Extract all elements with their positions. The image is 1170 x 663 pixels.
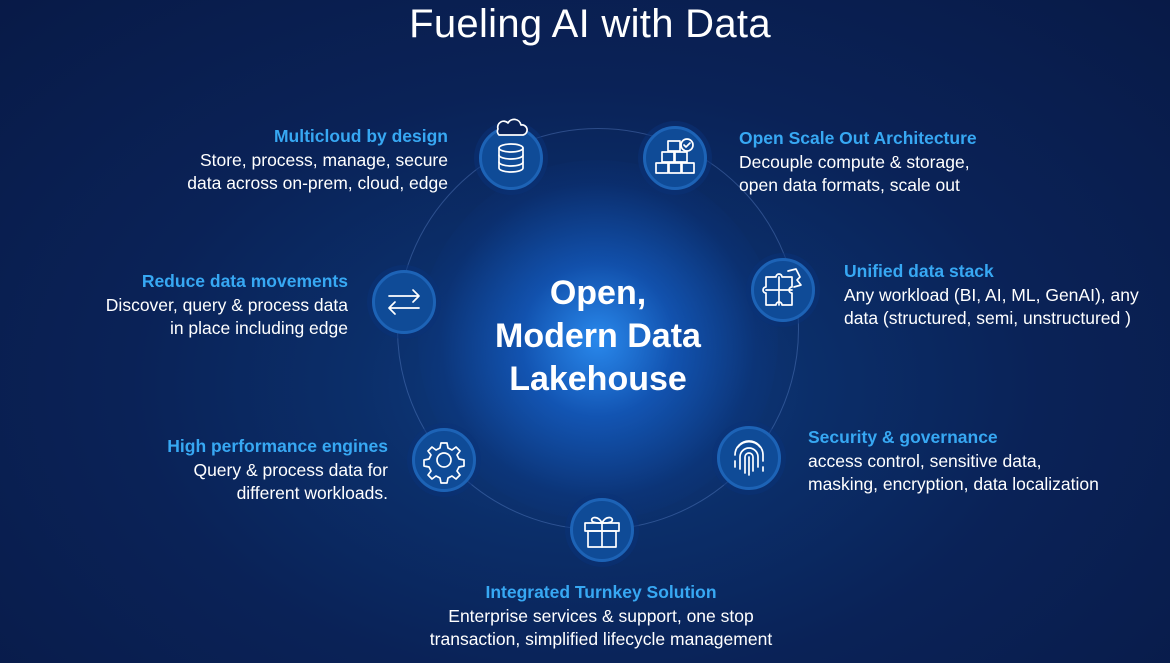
feature-node-unified-stack (751, 258, 815, 322)
feature-desc-line: Enterprise services & support, one stop (448, 605, 754, 626)
feature-heading: Integrated Turnkey Solution (485, 582, 717, 602)
feature-node-data-movements (372, 270, 436, 334)
center-line-3: Lakehouse (509, 360, 687, 398)
feature-node-multicloud (479, 118, 543, 190)
database-cloud-icon (496, 118, 528, 173)
feature-desc-line: masking, encryption, data localization (808, 474, 1099, 494)
feature-desc-line: Any workload (BI, AI, ML, GenAI), any (844, 284, 1139, 305)
center-line-1: Open, (549, 274, 647, 312)
feature-desc-line: Discover, query & process data (105, 294, 348, 315)
feature-heading: Reduce data movements (141, 271, 348, 291)
feature-node-security (717, 426, 781, 490)
gear-icon (423, 442, 465, 484)
feature-multicloud: Multicloud by design Store, process, man… (100, 125, 448, 196)
feature-data-movements: Reduce data movements Discover, query & … (40, 270, 348, 341)
feature-desc-line: data (structured, semi, unstructured ) (844, 308, 1131, 328)
feature-desc-line: open data formats, scale out (739, 175, 960, 195)
arrows-exchange-icon (388, 289, 420, 315)
feature-unified-stack: Unified data stack Any workload (BI, AI,… (844, 260, 1170, 331)
feature-desc-line: transaction, simplified lifecycle manage… (429, 629, 773, 649)
feature-scale-out: Open Scale Out Architecture Decouple com… (739, 127, 1119, 198)
feature-heading: Multicloud by design (273, 126, 448, 146)
feature-engines: High performance engines Query & process… (80, 435, 388, 506)
slide-title: Fueling AI with Data (409, 2, 771, 46)
feature-desc-line: Query & process data for (193, 459, 388, 480)
feature-desc-line: access control, sensitive data, (808, 450, 1042, 471)
feature-heading: Open Scale Out Architecture (739, 128, 977, 148)
feature-desc-line: Store, process, manage, secure (199, 149, 448, 170)
feature-node-engines (412, 428, 476, 492)
feature-turnkey: Integrated Turnkey Solution Enterprise s… (380, 581, 822, 652)
feature-heading: Unified data stack (844, 261, 994, 281)
feature-desc-line: different workloads. (236, 483, 388, 503)
feature-heading: High performance engines (167, 436, 388, 456)
feature-security: Security & governance access control, se… (808, 426, 1168, 497)
gift-box-icon (584, 516, 620, 548)
puzzle-icon (762, 268, 802, 306)
feature-desc-line: Decouple compute & storage, (739, 151, 970, 172)
center-label: Open, Modern Data Lakehouse (440, 272, 756, 401)
feature-desc-line: data across on-prem, cloud, edge (187, 173, 448, 193)
feature-node-scale-out (643, 126, 707, 190)
feature-desc-line: in place including edge (169, 318, 348, 338)
fingerprint-icon (734, 440, 764, 476)
feature-heading: Security & governance (808, 427, 998, 447)
center-line-2: Modern Data (495, 317, 701, 355)
stacked-boxes-icon (655, 138, 695, 174)
feature-node-turnkey (570, 498, 634, 562)
